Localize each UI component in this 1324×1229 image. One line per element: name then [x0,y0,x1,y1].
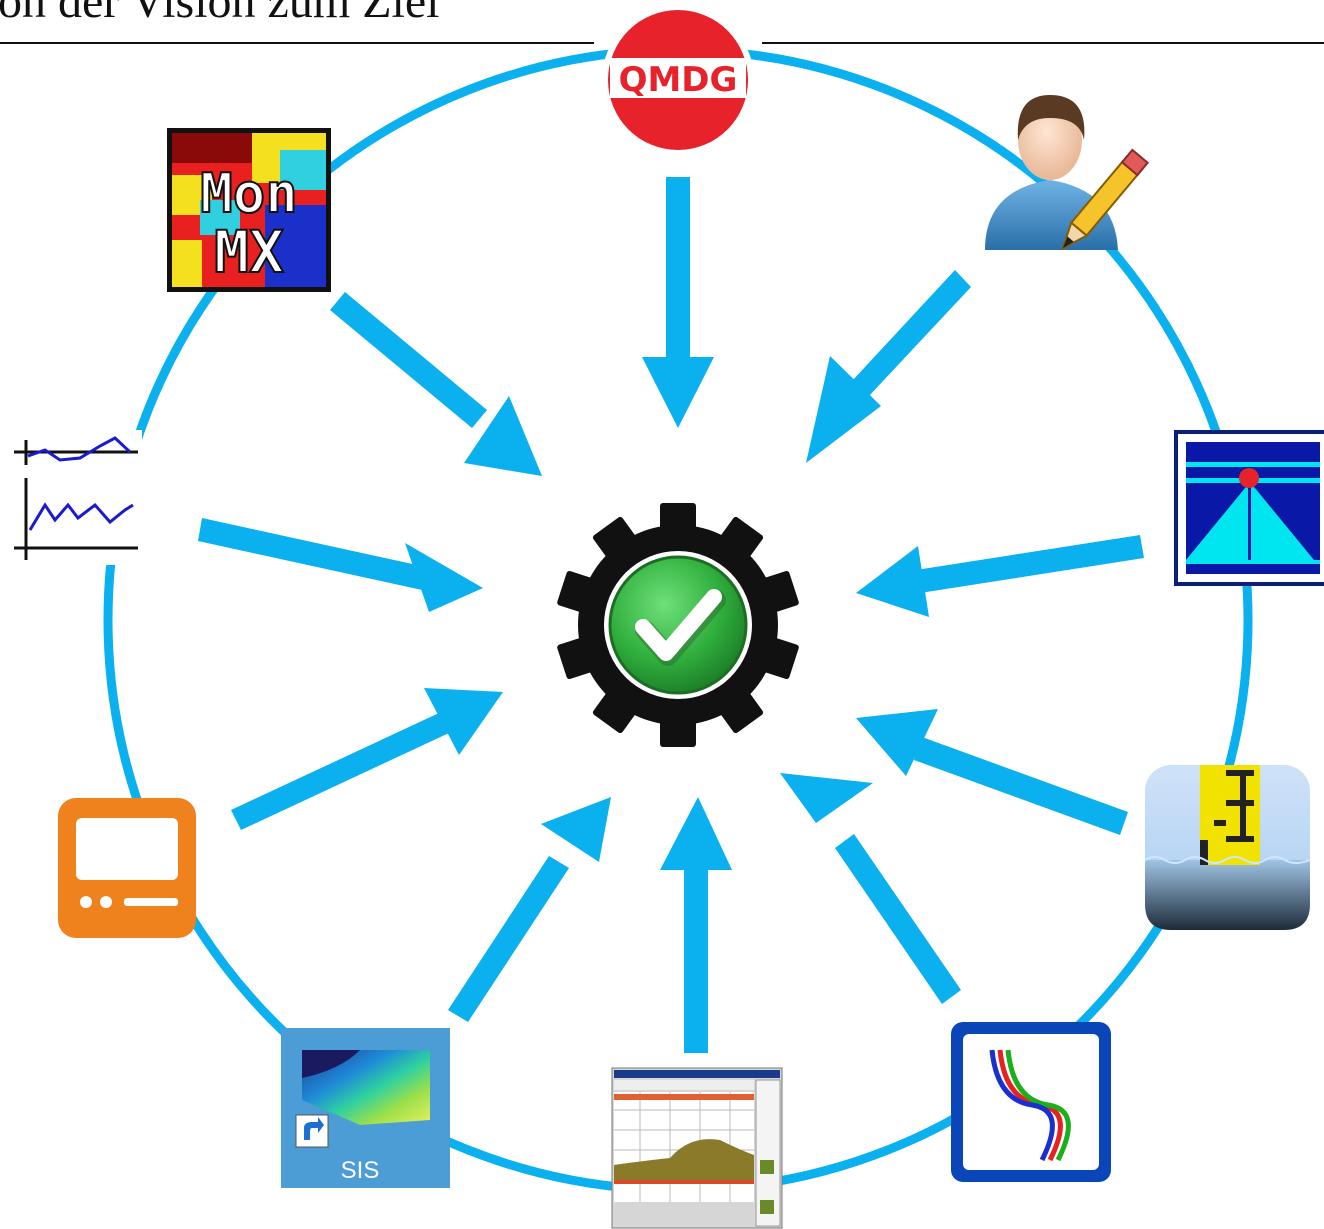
arrow-plot [198,518,483,612]
arrow-gauge [856,709,1128,835]
river-track-icon [951,1022,1111,1182]
arrow-sis [448,797,611,1022]
time-series-plot-icon [10,430,142,565]
arrow-device [231,688,503,830]
title-underline-right [762,42,1324,44]
user-edit-icon [985,95,1150,251]
sis-label: SIS [341,1157,380,1184]
monmx-label-line2: MX [214,218,284,286]
water-level-gauge-icon [1144,765,1311,930]
arrow-echo [660,797,732,1053]
monmx-icon: Mon MX [167,128,331,292]
cross-section-profile-icon [1174,430,1324,586]
arrow-user [806,270,971,463]
echosounder-window-icon [611,1067,783,1229]
title-underline [0,42,594,44]
arrow-track [780,773,961,1004]
monitor-device-icon [58,798,196,938]
sis-shortcut-icon: SIS [281,1028,450,1188]
arrows [198,177,1144,1053]
page-title: on der Vision zum Ziel [0,0,440,28]
arrow-qmdg [642,177,714,428]
arrow-profile [856,535,1144,617]
arrow-monmx [330,292,542,476]
monmx-label-line1: Mon [200,162,298,225]
gear-check-icon [557,503,799,747]
qmdg-stop-sign-icon: QMDG [602,4,754,156]
qmdg-label: QMDG [619,60,738,100]
